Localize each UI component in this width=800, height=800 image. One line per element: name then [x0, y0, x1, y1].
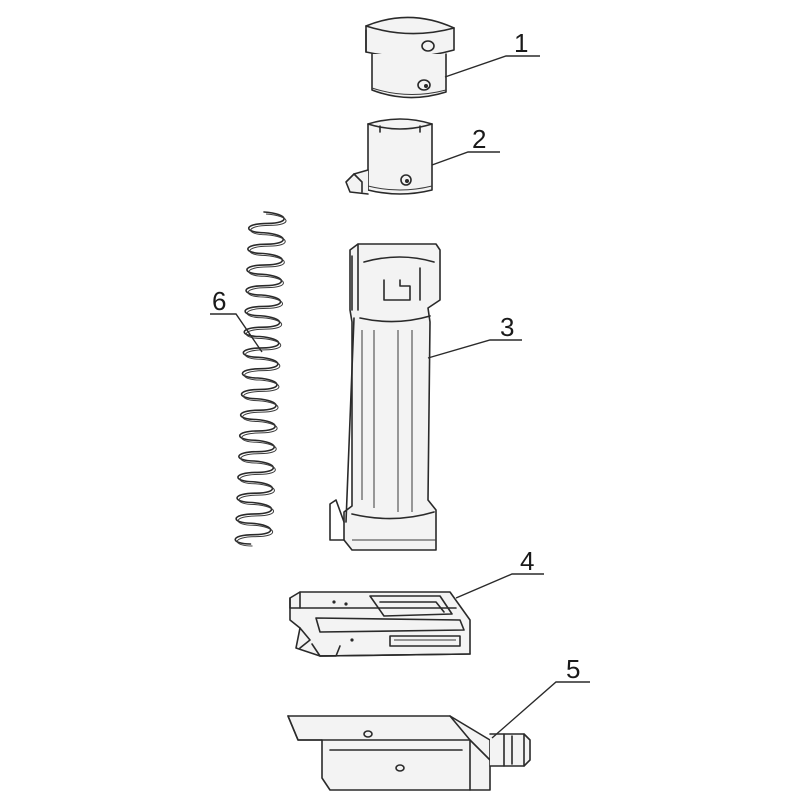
part-2-sleeve: [345, 118, 433, 195]
callout-number-3: 3: [500, 312, 514, 342]
spring-coil-outer: [234, 211, 285, 545]
callout-leaders: [210, 55, 590, 739]
spring-coil-inner: [236, 213, 287, 547]
part-3-housing: [329, 243, 441, 551]
callout-number-4: 4: [520, 546, 534, 576]
part-6-spring: [234, 211, 287, 547]
callout-number-2: 2: [472, 124, 486, 154]
callout-number-1: 1: [514, 28, 528, 58]
callout-number-6: 6: [212, 286, 226, 316]
part-5-base: [287, 715, 531, 791]
part-1-cap: [365, 16, 455, 99]
callout-number-5: 5: [566, 654, 580, 684]
part-4-slider: [289, 591, 471, 657]
